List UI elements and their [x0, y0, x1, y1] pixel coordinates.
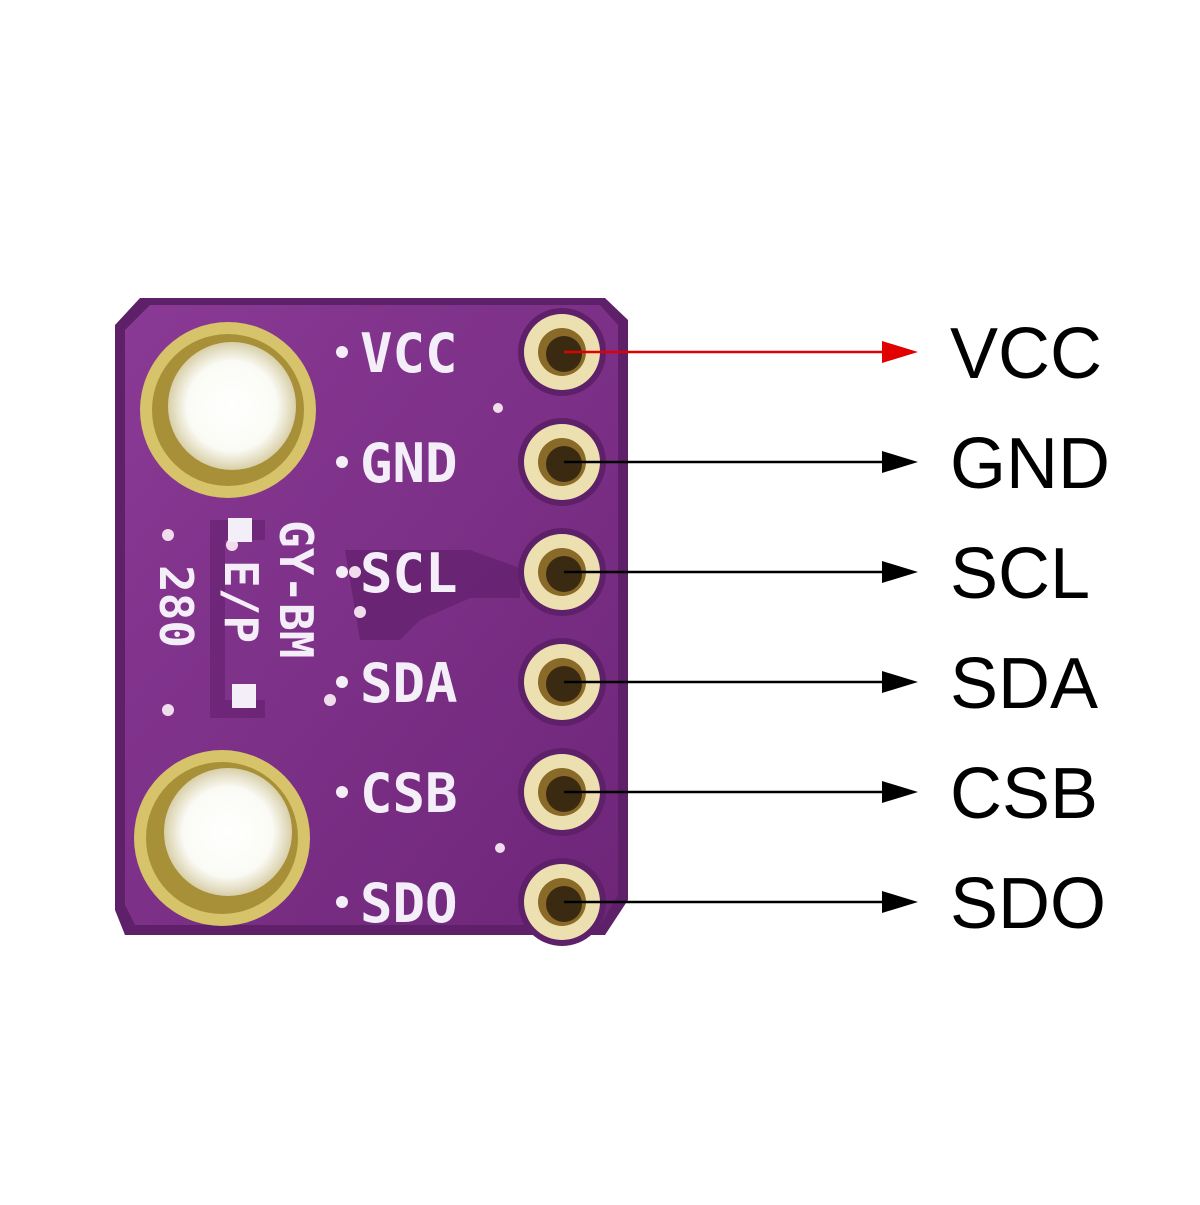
pad-vcc — [518, 308, 606, 396]
arrow-head-csb — [882, 781, 918, 803]
silk-label-sda: SDA — [360, 652, 458, 715]
part-label: GY-BM E/P 280 — [149, 518, 323, 708]
pin-row-scl: SCL SCL — [336, 528, 1090, 616]
arrow-head-sdo — [882, 891, 918, 913]
pcb-trace — [345, 550, 520, 640]
pin-label-sda: SDA — [950, 644, 1098, 724]
pad-gnd — [518, 418, 606, 506]
arrow-head-gnd — [882, 451, 918, 473]
pad-csb — [518, 748, 606, 836]
silk-label-vcc: VCC — [360, 322, 458, 385]
pin-label-csb: CSB — [950, 754, 1098, 834]
pcb-trace-outline — [210, 520, 265, 718]
pad-sdo — [518, 858, 606, 946]
silk-dot-gnd — [336, 456, 348, 468]
part-label-line-3: 280 — [149, 565, 203, 648]
mounting-hole-top — [140, 322, 316, 498]
silk-dot-sdo — [336, 896, 348, 908]
part-label-line-2: E/P — [214, 560, 268, 643]
silk-dot-csb — [336, 786, 348, 798]
silk-label-csb: CSB — [360, 762, 458, 825]
arrow-head-scl — [882, 561, 918, 583]
pin-row-sdo: SDO SDO — [336, 858, 1106, 946]
part-label-line-1: GY-BM — [269, 520, 323, 658]
pin-rows: VCC VCC GND GND SCL SCL SDA SDA CSB CSB SDO SDO — [336, 308, 1110, 946]
pad-sda — [518, 638, 606, 726]
mounting-hole-bottom — [134, 750, 310, 926]
silk-square-top — [228, 518, 252, 542]
silk-square-bottom — [232, 684, 256, 708]
pin-row-csb: CSB CSB — [336, 748, 1098, 836]
silk-dot-vcc — [336, 346, 348, 358]
pin-row-gnd: GND GND — [336, 418, 1110, 506]
silk-dot-sda — [336, 676, 348, 688]
pin-row-vcc: VCC VCC — [336, 308, 1102, 396]
pin-row-sda: SDA SDA — [336, 638, 1098, 726]
pin-label-vcc: VCC — [950, 314, 1102, 394]
silk-label-gnd: GND — [360, 432, 458, 495]
pad-scl — [518, 528, 606, 616]
pin-label-sdo: SDO — [950, 864, 1106, 944]
silk-label-scl: SCL — [360, 542, 458, 605]
arrow-head-sda — [882, 671, 918, 693]
arrow-head-vcc — [882, 341, 918, 363]
pin-label-scl: SCL — [950, 534, 1090, 614]
silk-dot-scl — [336, 566, 348, 578]
pin-label-gnd: GND — [950, 424, 1110, 504]
silk-label-sdo: SDO — [360, 872, 458, 935]
